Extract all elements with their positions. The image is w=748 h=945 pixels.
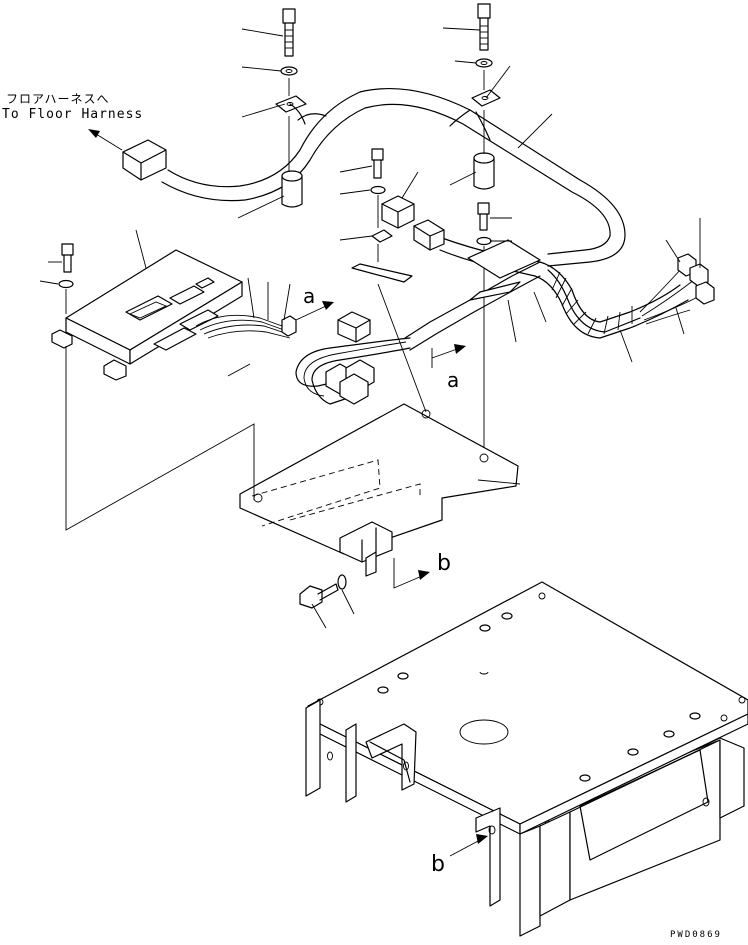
to-floor-harness-label-en: To Floor Harness	[2, 107, 144, 122]
washer-right-small	[476, 236, 492, 246]
view-arrow-a-lower	[431, 344, 466, 368]
washer-plate	[337, 574, 347, 590]
spacer-left	[281, 170, 303, 208]
view-arrow-b-lower	[449, 834, 488, 857]
view-label-a-upper: a	[303, 284, 316, 308]
connector-right-3	[695, 281, 715, 305]
clip-center	[371, 229, 393, 243]
bolt-right-small	[477, 202, 490, 231]
controller-wires	[195, 314, 297, 339]
washer-center	[370, 185, 386, 195]
spacer-right	[473, 152, 495, 190]
drawing-code: PWD0869	[670, 930, 722, 940]
plate-bracket	[339, 521, 393, 577]
to-floor-arrow	[88, 129, 123, 151]
main-harness	[404, 237, 689, 351]
view-label-b-lower: b	[431, 852, 445, 877]
control-box	[65, 249, 243, 365]
loop-wires	[295, 337, 411, 405]
view-label-b-upper: b	[437, 551, 451, 576]
leader-lines	[39, 27, 701, 629]
mounting-plate	[239, 403, 519, 555]
view-arrow-a-upper	[295, 301, 334, 321]
upper-harness-pipe	[161, 87, 626, 267]
connector-center-top	[381, 195, 415, 229]
seat-frame-left-bracket	[305, 699, 417, 803]
harness-bracket	[467, 239, 541, 301]
washer-right-top	[475, 58, 493, 68]
washer-left-top	[280, 66, 298, 76]
connector-loop-1	[337, 311, 371, 343]
bolt-plate	[299, 583, 339, 609]
control-box-mount	[51, 329, 127, 381]
tape-strip	[351, 263, 413, 283]
connector-loop-2	[325, 359, 375, 405]
right-branch-wires	[639, 267, 701, 325]
view-arrow-b-upper	[393, 558, 430, 589]
bolt-left-top	[282, 8, 296, 57]
bolt-controller	[61, 243, 74, 273]
clamp-right	[449, 89, 501, 141]
view-label-a-lower: a	[447, 368, 460, 392]
clamp-left	[275, 95, 327, 125]
to-floor-harness-label-jp: フロアハーネスへ	[6, 92, 110, 106]
washer-controller	[58, 279, 74, 289]
corrugated-tube	[547, 269, 641, 335]
bolt-right-top	[477, 3, 491, 51]
floor-harness-connector	[122, 139, 167, 181]
connector-harness-end	[413, 219, 445, 251]
bolt-center	[371, 148, 384, 179]
seat-frame-rear-legs	[475, 737, 745, 937]
